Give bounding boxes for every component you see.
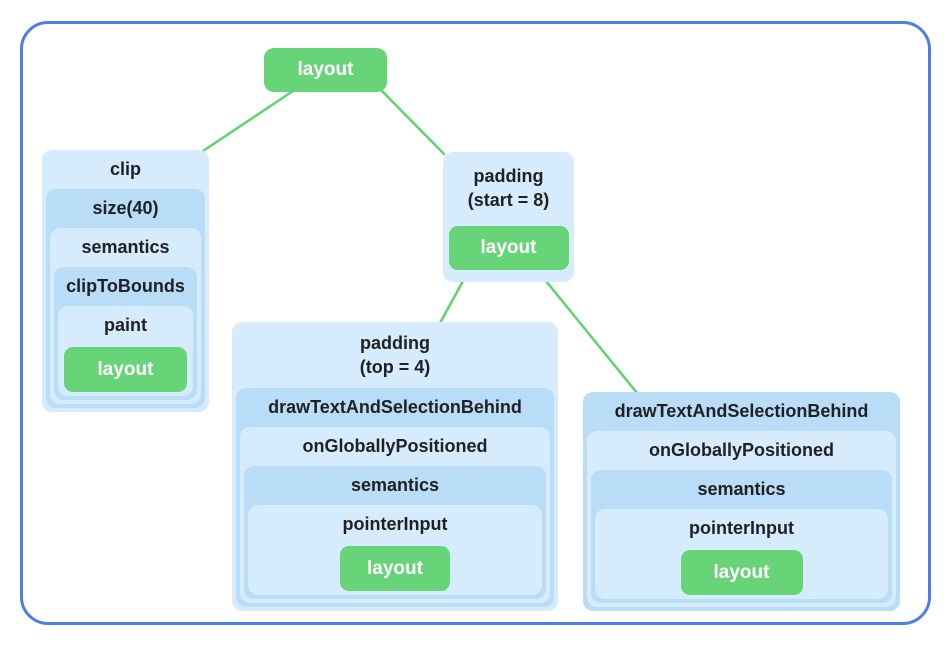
clip-layout-chip: layout: [64, 347, 187, 392]
on-globally-positioned-level: onGloballyPositioned semantics pointerIn…: [587, 431, 896, 607]
padding-top-title: padding (top = 4): [236, 322, 554, 388]
padding-start-title: padding (start = 8): [448, 152, 569, 212]
draw-text-label: drawTextAndSelectionBehind: [614, 401, 869, 421]
on-globally-positioned-label: onGloballyPositioned: [648, 440, 834, 460]
semantics-label: semantics: [81, 237, 170, 257]
padding-top-layout-chip: layout: [340, 546, 450, 591]
padding-start-node: padding (start = 8) layout: [443, 152, 574, 282]
semantics-level: semantics pointerInput layout: [591, 470, 892, 603]
paint-label: paint: [104, 315, 147, 335]
padding-top-node: padding (top = 4) drawTextAndSelectionBe…: [232, 322, 558, 611]
semantics-level: semantics pointerInput layout: [244, 466, 546, 599]
draw-text-node: drawTextAndSelectionBehind onGloballyPos…: [583, 392, 900, 611]
draw-text-level: drawTextAndSelectionBehind onGloballyPos…: [236, 388, 554, 607]
root-layout-chip: layout: [264, 48, 387, 92]
pointer-input-level: pointerInput layout: [595, 509, 888, 599]
diagram-border: [20, 21, 931, 625]
on-globally-positioned-level: onGloballyPositioned semantics pointerIn…: [240, 427, 550, 603]
clip-node: clip size(40) semantics clipToBounds pai…: [42, 150, 209, 412]
size-40-level: size(40) semantics clipToBounds paint la…: [46, 189, 205, 408]
pointer-input-level: pointerInput layout: [248, 505, 542, 595]
pointer-input-label: pointerInput: [342, 514, 448, 534]
padding-start-layout-chip: layout: [448, 226, 569, 270]
padding-top-title-line1: padding: [360, 333, 430, 353]
paint-level: paint layout: [58, 306, 193, 396]
draw-text-layout-chip: layout: [680, 550, 803, 595]
semantics-label: semantics: [697, 479, 786, 499]
padding-start-title-line1: padding: [473, 166, 544, 186]
clip-to-bounds-level: clipToBounds paint layout: [54, 267, 197, 400]
clip-label: clip: [109, 159, 141, 179]
padding-top-title-line2: (top = 4): [359, 357, 431, 377]
draw-text-label: drawTextAndSelectionBehind: [268, 397, 522, 417]
semantics-label: semantics: [350, 475, 440, 495]
pointer-input-label: pointerInput: [689, 518, 794, 538]
clip-to-bounds-label: clipToBounds: [66, 276, 185, 296]
semantics-level: semantics clipToBounds paint layout: [50, 228, 201, 404]
on-globally-positioned-label: onGloballyPositioned: [302, 436, 488, 456]
size-40-label: size(40): [92, 198, 159, 218]
padding-start-title-line2: (start = 8): [467, 190, 550, 210]
